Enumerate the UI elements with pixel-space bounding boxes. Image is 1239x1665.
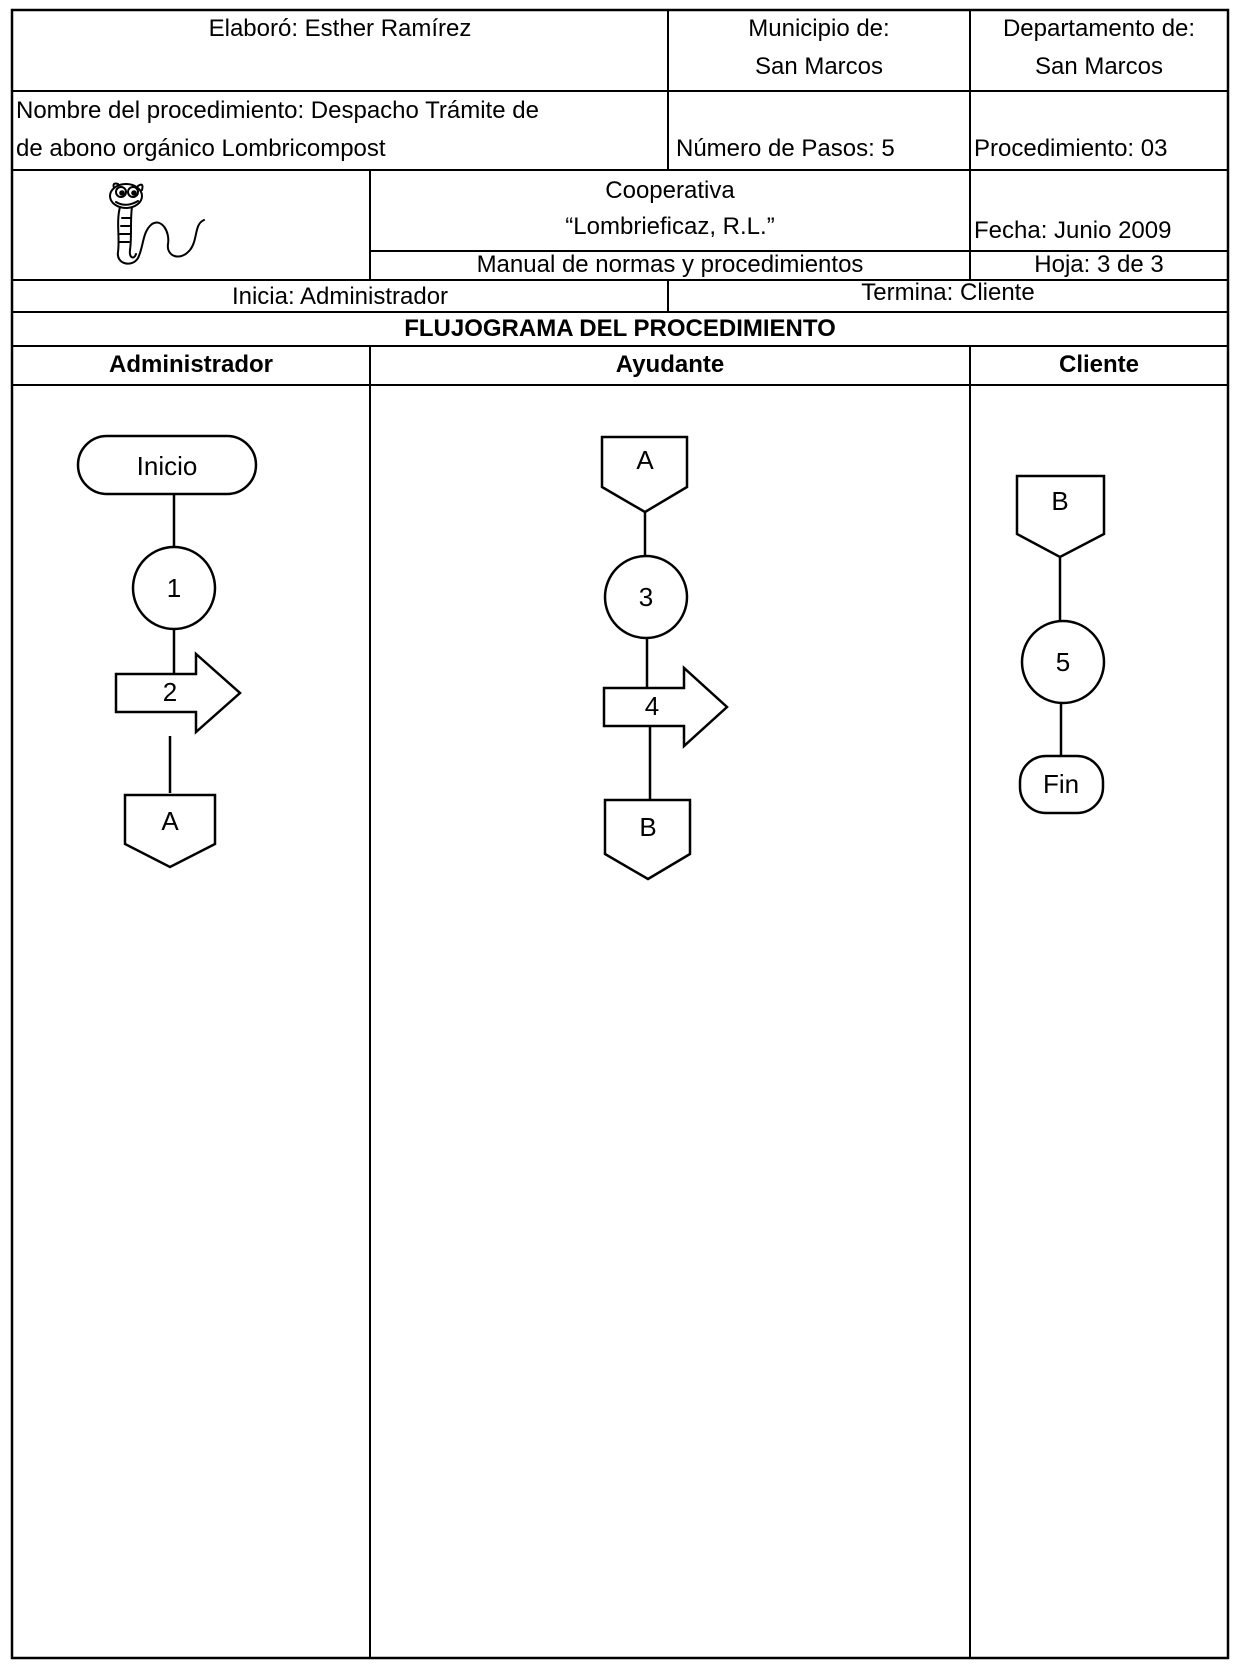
connector-a-in-label: A: [636, 445, 654, 475]
step-4-label: 4: [645, 691, 659, 721]
start-label: Inicio: [137, 451, 198, 481]
end-label: Fin: [1043, 769, 1079, 799]
connector-b-out-label: B: [639, 812, 656, 842]
connector-b-in-label: B: [1051, 486, 1068, 516]
step-2-transport-arrow: [116, 654, 240, 732]
connector-a-out-label: A: [161, 806, 179, 836]
step-3-label: 3: [639, 582, 653, 612]
step-2-label: 2: [163, 677, 177, 707]
step-4-transport-arrow: [604, 668, 727, 746]
step-5-label: 5: [1056, 647, 1070, 677]
step-1-label: 1: [167, 573, 181, 603]
